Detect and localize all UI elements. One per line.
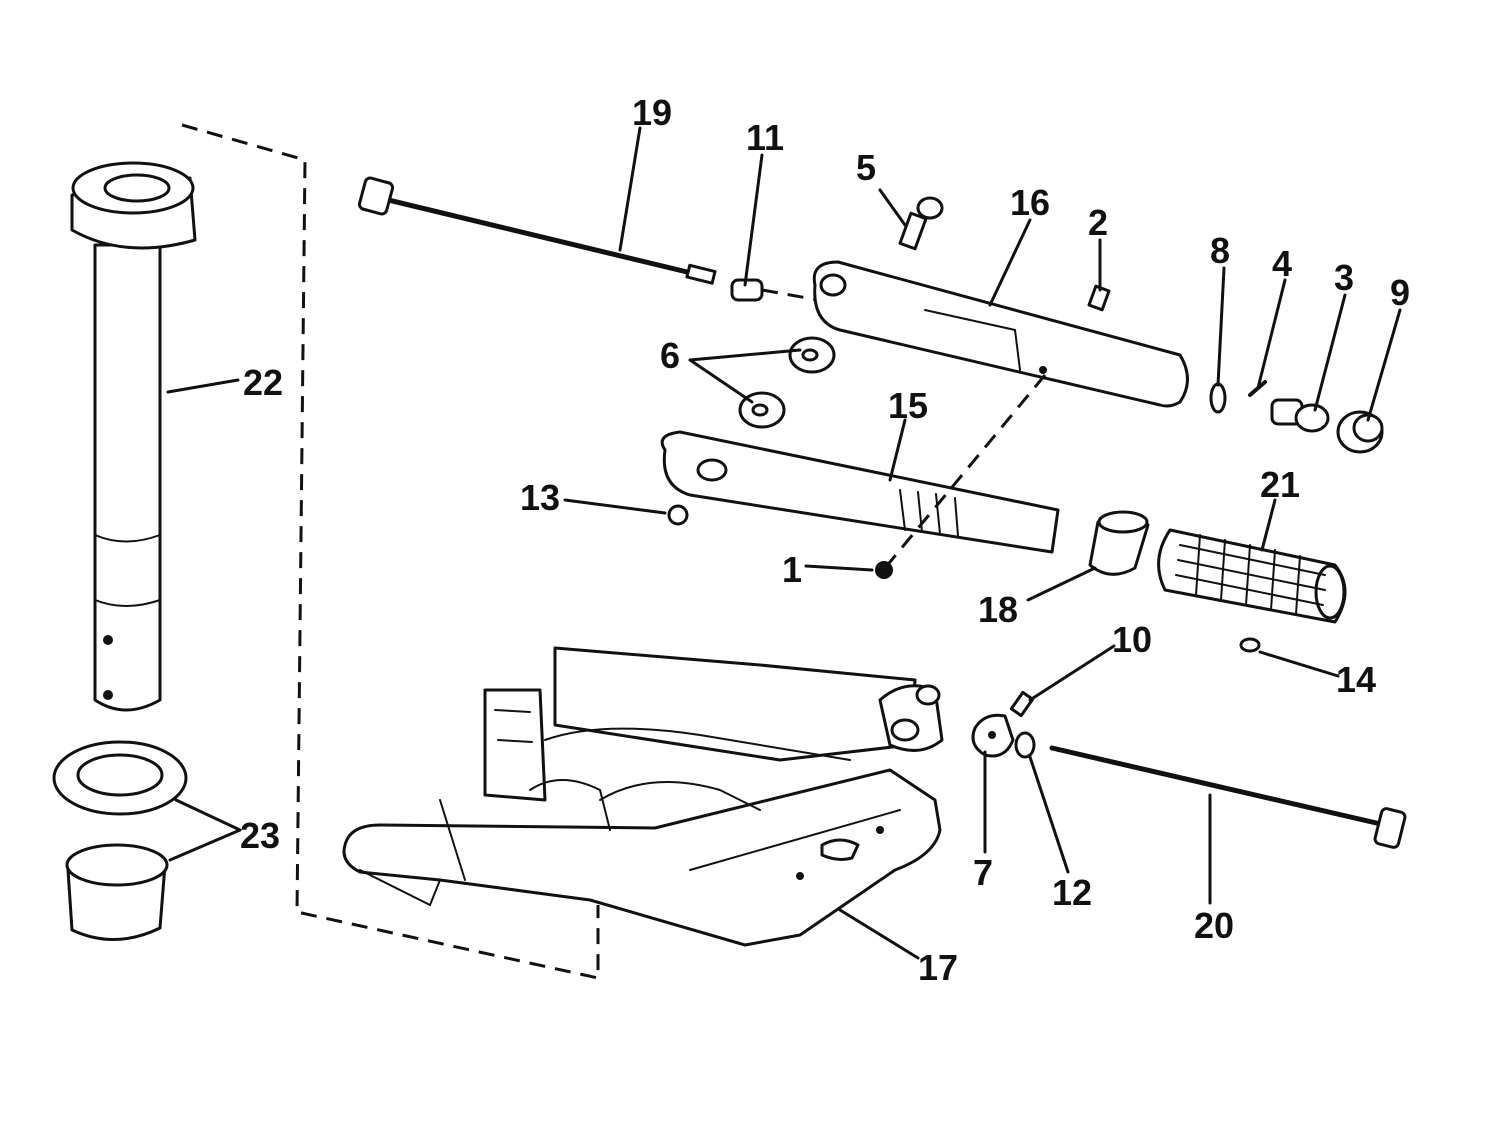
callout-11: 11 <box>746 117 784 158</box>
part-7-bracket <box>971 713 1015 758</box>
part-23-bushings <box>52 740 188 941</box>
part-9-knob <box>1336 410 1384 454</box>
callout-17: 17 <box>918 947 958 988</box>
part-14-pin <box>1239 637 1261 653</box>
callout-8: 8 <box>1210 230 1230 271</box>
callout-10: 10 <box>1112 619 1152 660</box>
callout-1: 1 <box>782 549 802 590</box>
part-8-ring <box>1209 382 1227 414</box>
part-2-screw <box>1087 284 1111 312</box>
callout-4: 4 <box>1272 243 1292 284</box>
callout-14: 14 <box>1336 659 1376 700</box>
callout-9: 9 <box>1390 272 1410 313</box>
callout-18: 18 <box>978 589 1018 630</box>
part-18-sleeve <box>1088 510 1150 576</box>
part-20-lower-rod <box>1049 745 1407 849</box>
dash-2-1 <box>883 374 1047 569</box>
callout-2: 2 <box>1088 202 1108 243</box>
callout-labels: 22 23 19 11 5 16 2 8 4 3 9 6 15 13 1 21 … <box>240 92 1410 988</box>
callout-20: 20 <box>1194 905 1234 946</box>
callout-5: 5 <box>856 147 876 188</box>
part-1-ball <box>875 561 893 579</box>
part-11-nut <box>730 278 764 302</box>
part-5-bolt <box>898 196 944 251</box>
callout-15: 15 <box>888 385 928 426</box>
assembly-dashed-line <box>181 123 600 980</box>
callout-21: 21 <box>1260 464 1300 505</box>
part-16-upper-arm <box>812 260 1189 408</box>
callout-16: 16 <box>1010 182 1050 223</box>
part-10-screw <box>1009 690 1035 718</box>
part-3-spring-cap <box>1270 398 1330 433</box>
callout-13: 13 <box>520 477 560 518</box>
callout-23: 23 <box>240 815 280 856</box>
callout-19: 19 <box>632 92 672 133</box>
callout-22: 22 <box>243 362 283 403</box>
part-22-steering-tube <box>70 161 197 712</box>
part-12-washer <box>1014 731 1036 759</box>
part-13-ball <box>667 504 689 526</box>
callout-3: 3 <box>1334 257 1354 298</box>
part-21-grip <box>1157 528 1347 624</box>
leader-lines <box>166 126 1402 960</box>
part-15-lower-arm <box>660 430 1060 554</box>
callout-6: 6 <box>660 335 680 376</box>
callout-7: 7 <box>973 852 993 893</box>
callout-12: 12 <box>1052 872 1092 913</box>
part-17-handle-bracket <box>342 646 944 947</box>
part-19-upper-rod <box>357 176 717 285</box>
